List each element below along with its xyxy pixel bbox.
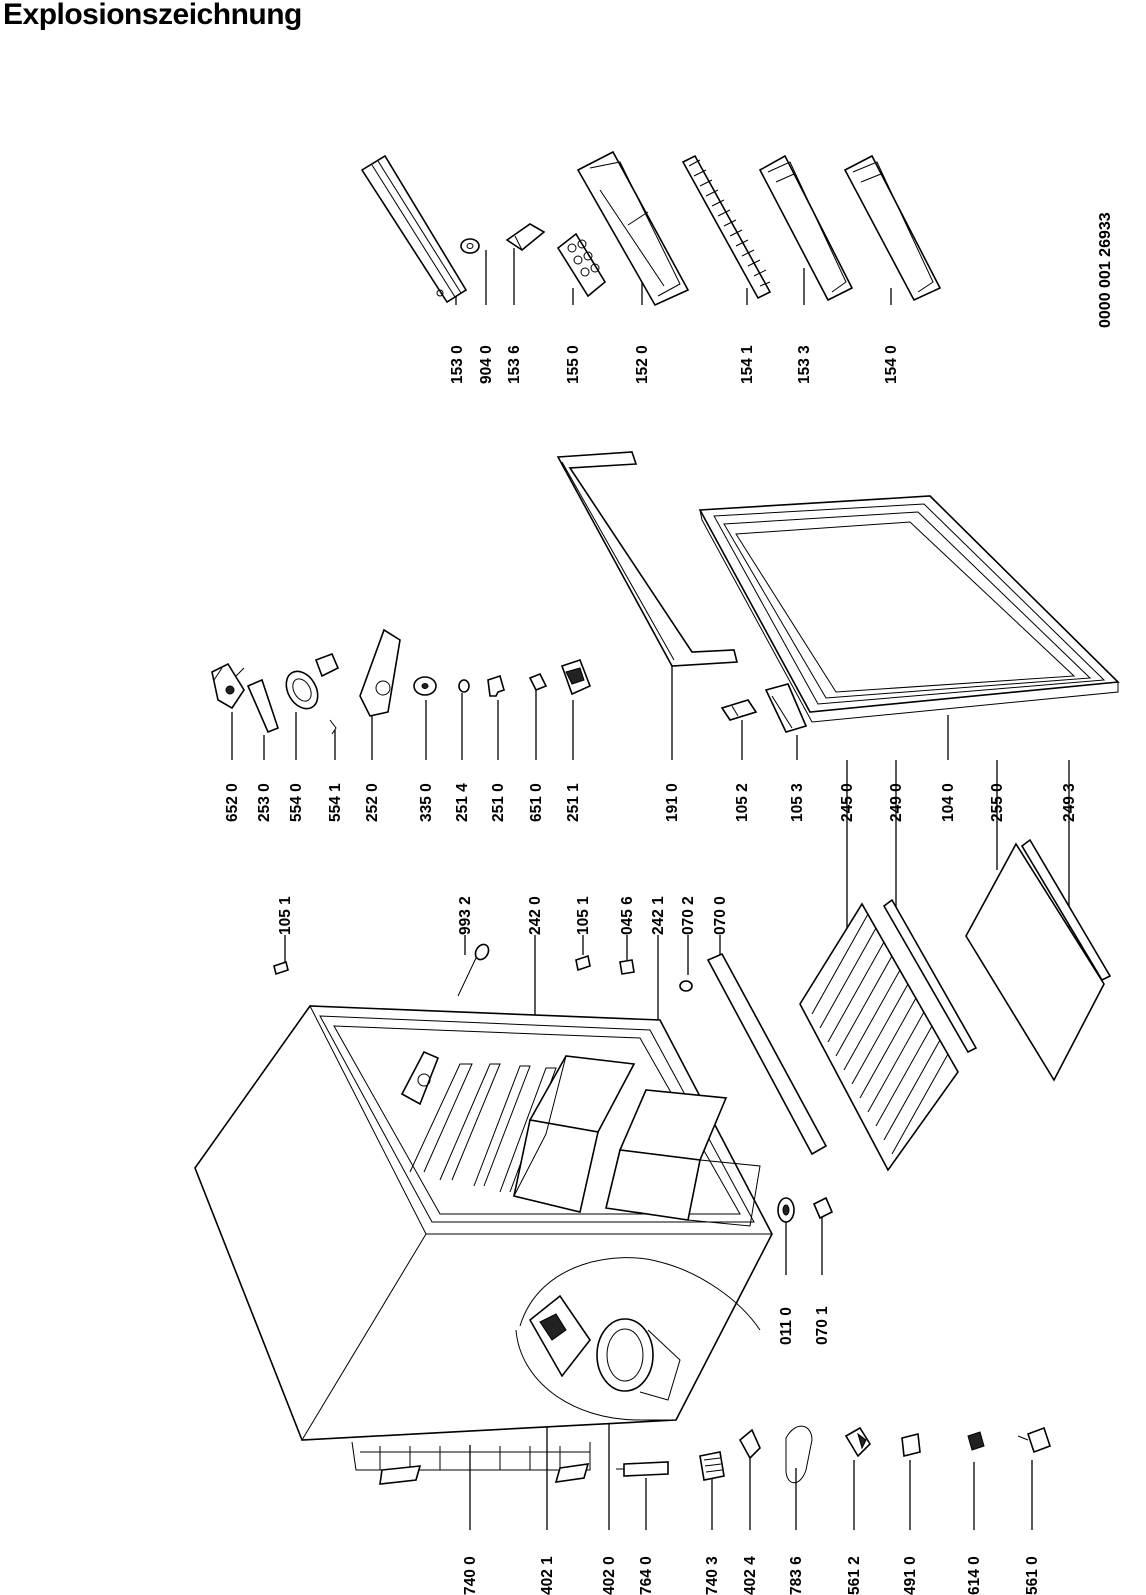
clip-153-6	[505, 223, 546, 251]
relay-561-2	[844, 1426, 872, 1458]
crisper-242-0	[513, 1055, 636, 1213]
cover-251-1	[560, 658, 592, 696]
part-label-402-1: 402 1	[539, 1556, 556, 1595]
part-label-614-0: 614 0	[966, 1556, 983, 1595]
part-label-153-0: 153 0	[449, 345, 466, 384]
washer-904-0	[460, 238, 480, 254]
shelf-trim-249-0	[882, 898, 978, 1054]
switch-651-0	[528, 672, 548, 692]
bulb-554-1	[329, 719, 337, 735]
screw-105-1	[575, 954, 591, 972]
cover-491-0	[901, 1433, 921, 1457]
crisper-242-1	[605, 1089, 761, 1227]
part-labels: 153 0 904 0 153 6 155 0 152 0 154 1 153 3 154 0…	[224, 345, 1078, 1595]
part-label-153-3: 153 3	[796, 345, 813, 384]
lamp-993-2	[457, 943, 490, 997]
egg-tray-155-0	[556, 232, 607, 298]
part-label-740-3: 740 3	[704, 1556, 721, 1595]
cabinet-body	[194, 1005, 773, 1485]
gasket-191-0	[556, 451, 739, 667]
part-label-070-1: 070 1	[814, 1306, 831, 1345]
shelf-rail-154-1	[681, 154, 772, 300]
document-number: 0000 001 26933	[1097, 212, 1114, 328]
door-shelf-153-3	[758, 154, 854, 302]
part-label-154-0: 154 0	[883, 345, 900, 384]
plug-614-0	[967, 1431, 985, 1451]
ring-251-4	[458, 679, 470, 693]
part-label-561-2: 561 2	[846, 1556, 863, 1595]
foot-740-3	[699, 1451, 725, 1481]
protector-561-0	[1017, 1426, 1052, 1454]
hinge-cover-105-3	[764, 683, 808, 733]
part-label-251-0: 251 0	[490, 783, 507, 822]
thermostat-652-0	[211, 662, 245, 710]
bracket-251-0	[487, 674, 505, 697]
plug-070-2	[679, 980, 693, 992]
pin-045-6	[619, 959, 635, 975]
part-label-561-0: 561 0	[1024, 1556, 1041, 1595]
part-label-335-0: 335 0	[418, 783, 435, 822]
clip-402-4	[738, 1428, 761, 1460]
door-104-0	[698, 495, 1120, 723]
part-label-251-4: 251 4	[454, 783, 471, 822]
part-label-242-0: 242 0	[527, 896, 544, 935]
part-label-253-0: 253 0	[256, 783, 273, 822]
door-shelf-154-0	[843, 154, 942, 302]
part-label-554-1: 554 1	[327, 783, 344, 822]
glass-shelf-255-0	[965, 842, 1105, 1082]
part-label-651-0: 651 0	[528, 783, 545, 822]
tube-764-0	[616, 1461, 669, 1477]
part-label-783-6: 783 6	[788, 1556, 805, 1595]
part-label-904-0: 904 0	[478, 345, 495, 384]
part-label-764-0: 764 0	[638, 1556, 655, 1595]
part-label-251-1: 251 1	[565, 783, 582, 822]
rail-070-0	[706, 952, 828, 1156]
part-label-154-1: 154 1	[739, 345, 756, 384]
part-label-252-0: 252 0	[364, 783, 381, 822]
part-label-554-0: 554 0	[288, 783, 305, 822]
knob-335-0	[413, 676, 437, 696]
sensor-253-0	[246, 678, 279, 734]
part-label-491-0: 491 0	[902, 1556, 919, 1595]
page-title: Explosionszeichnung	[3, 0, 302, 31]
part-label-152-0: 152 0	[634, 345, 651, 384]
part-label-104-0: 104 0	[940, 783, 957, 822]
door-shelf-152-0	[576, 150, 690, 307]
part-label-993-2: 993 2	[457, 896, 474, 935]
clamp-783-6	[785, 1425, 813, 1484]
screw-105-1-top	[273, 960, 289, 976]
part-label-045-6: 045 6	[619, 896, 636, 935]
part-label-652-0: 652 0	[224, 783, 241, 822]
hinge-105-2	[720, 699, 758, 721]
part-label-011-0: 011 0	[778, 1307, 795, 1345]
part-label-740-0: 740 0	[462, 1556, 479, 1595]
door-shelf-153-0	[360, 154, 468, 304]
part-label-070-0: 070 0	[712, 896, 729, 935]
part-label-105-2: 105 2	[734, 783, 751, 822]
part-label-402-4: 402 4	[742, 1556, 759, 1595]
part-label-402-0: 402 0	[601, 1556, 618, 1595]
part-label-105-1: 105 1	[575, 896, 592, 935]
lamp-housing-554-0	[285, 652, 340, 710]
clip-070-1	[812, 1196, 834, 1220]
thermostat-housing-252-0	[359, 628, 401, 717]
part-label-155-0: 155 0	[565, 345, 582, 384]
wire-shelf-245-0	[799, 902, 959, 1172]
part-label-070-2: 070 2	[680, 896, 697, 935]
part-label-105-3: 105 3	[789, 783, 806, 822]
shelf-trim-249-3	[1020, 838, 1112, 982]
part-label-191-0: 191 0	[664, 783, 681, 822]
part-label-105-1: 105 1	[277, 896, 294, 935]
part-label-153-6: 153 6	[506, 345, 523, 384]
drain-011-0	[777, 1197, 795, 1223]
part-label-242-1: 242 1	[650, 896, 667, 935]
